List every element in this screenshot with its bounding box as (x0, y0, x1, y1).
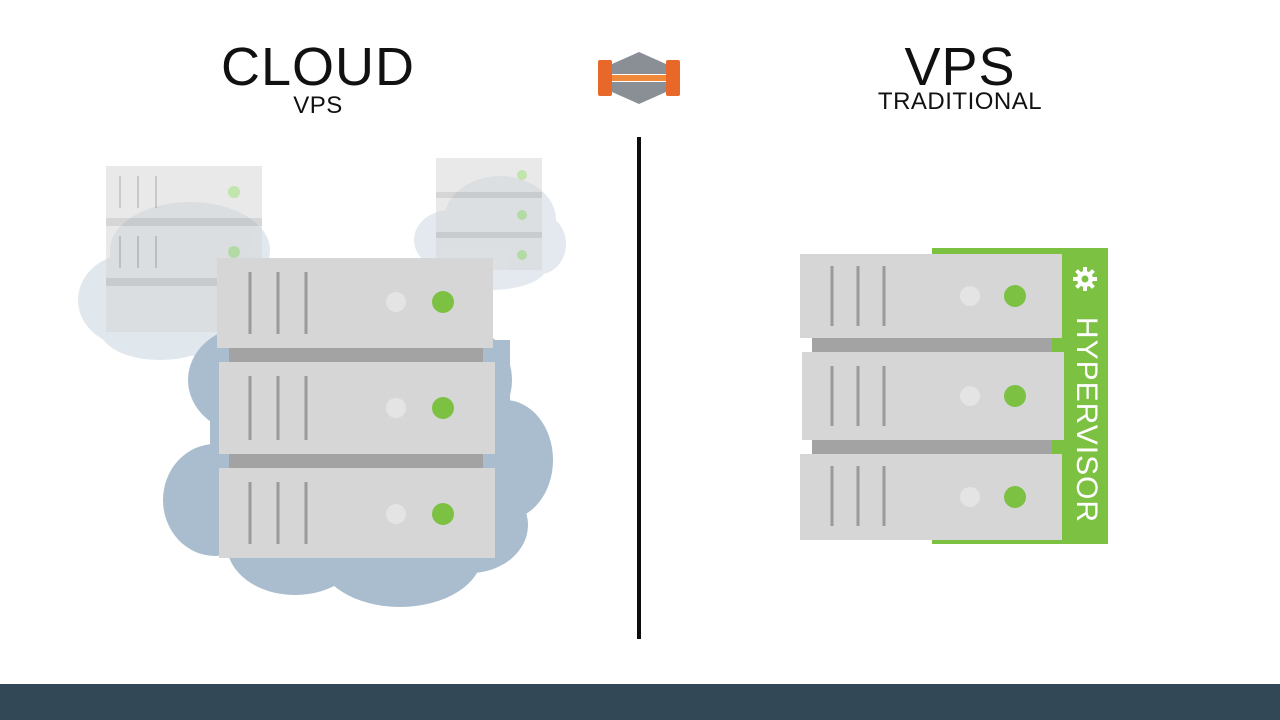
center-divider (637, 137, 641, 639)
vps-title: VPS (904, 37, 1016, 97)
gear-icon (1073, 267, 1097, 291)
traditional-vps-heading: VPS TRADITIONAL (840, 40, 1080, 114)
cloud-vps-heading: CLOUD VPS (208, 40, 428, 118)
brand-logo-icon (598, 52, 680, 104)
hypervisor-label: HYPERVISOR (1064, 296, 1108, 544)
hypervisor-text: HYPERVISOR (1070, 316, 1104, 524)
cloud-title: CLOUD (220, 37, 416, 97)
cloud-subtitle: VPS (293, 92, 343, 119)
traditional-server-stack (800, 254, 1064, 540)
cloud-server-stack (217, 258, 495, 558)
vps-subtitle: TRADITIONAL (877, 88, 1043, 115)
faded-server-right (436, 158, 542, 270)
bottom-bar (0, 684, 1280, 720)
